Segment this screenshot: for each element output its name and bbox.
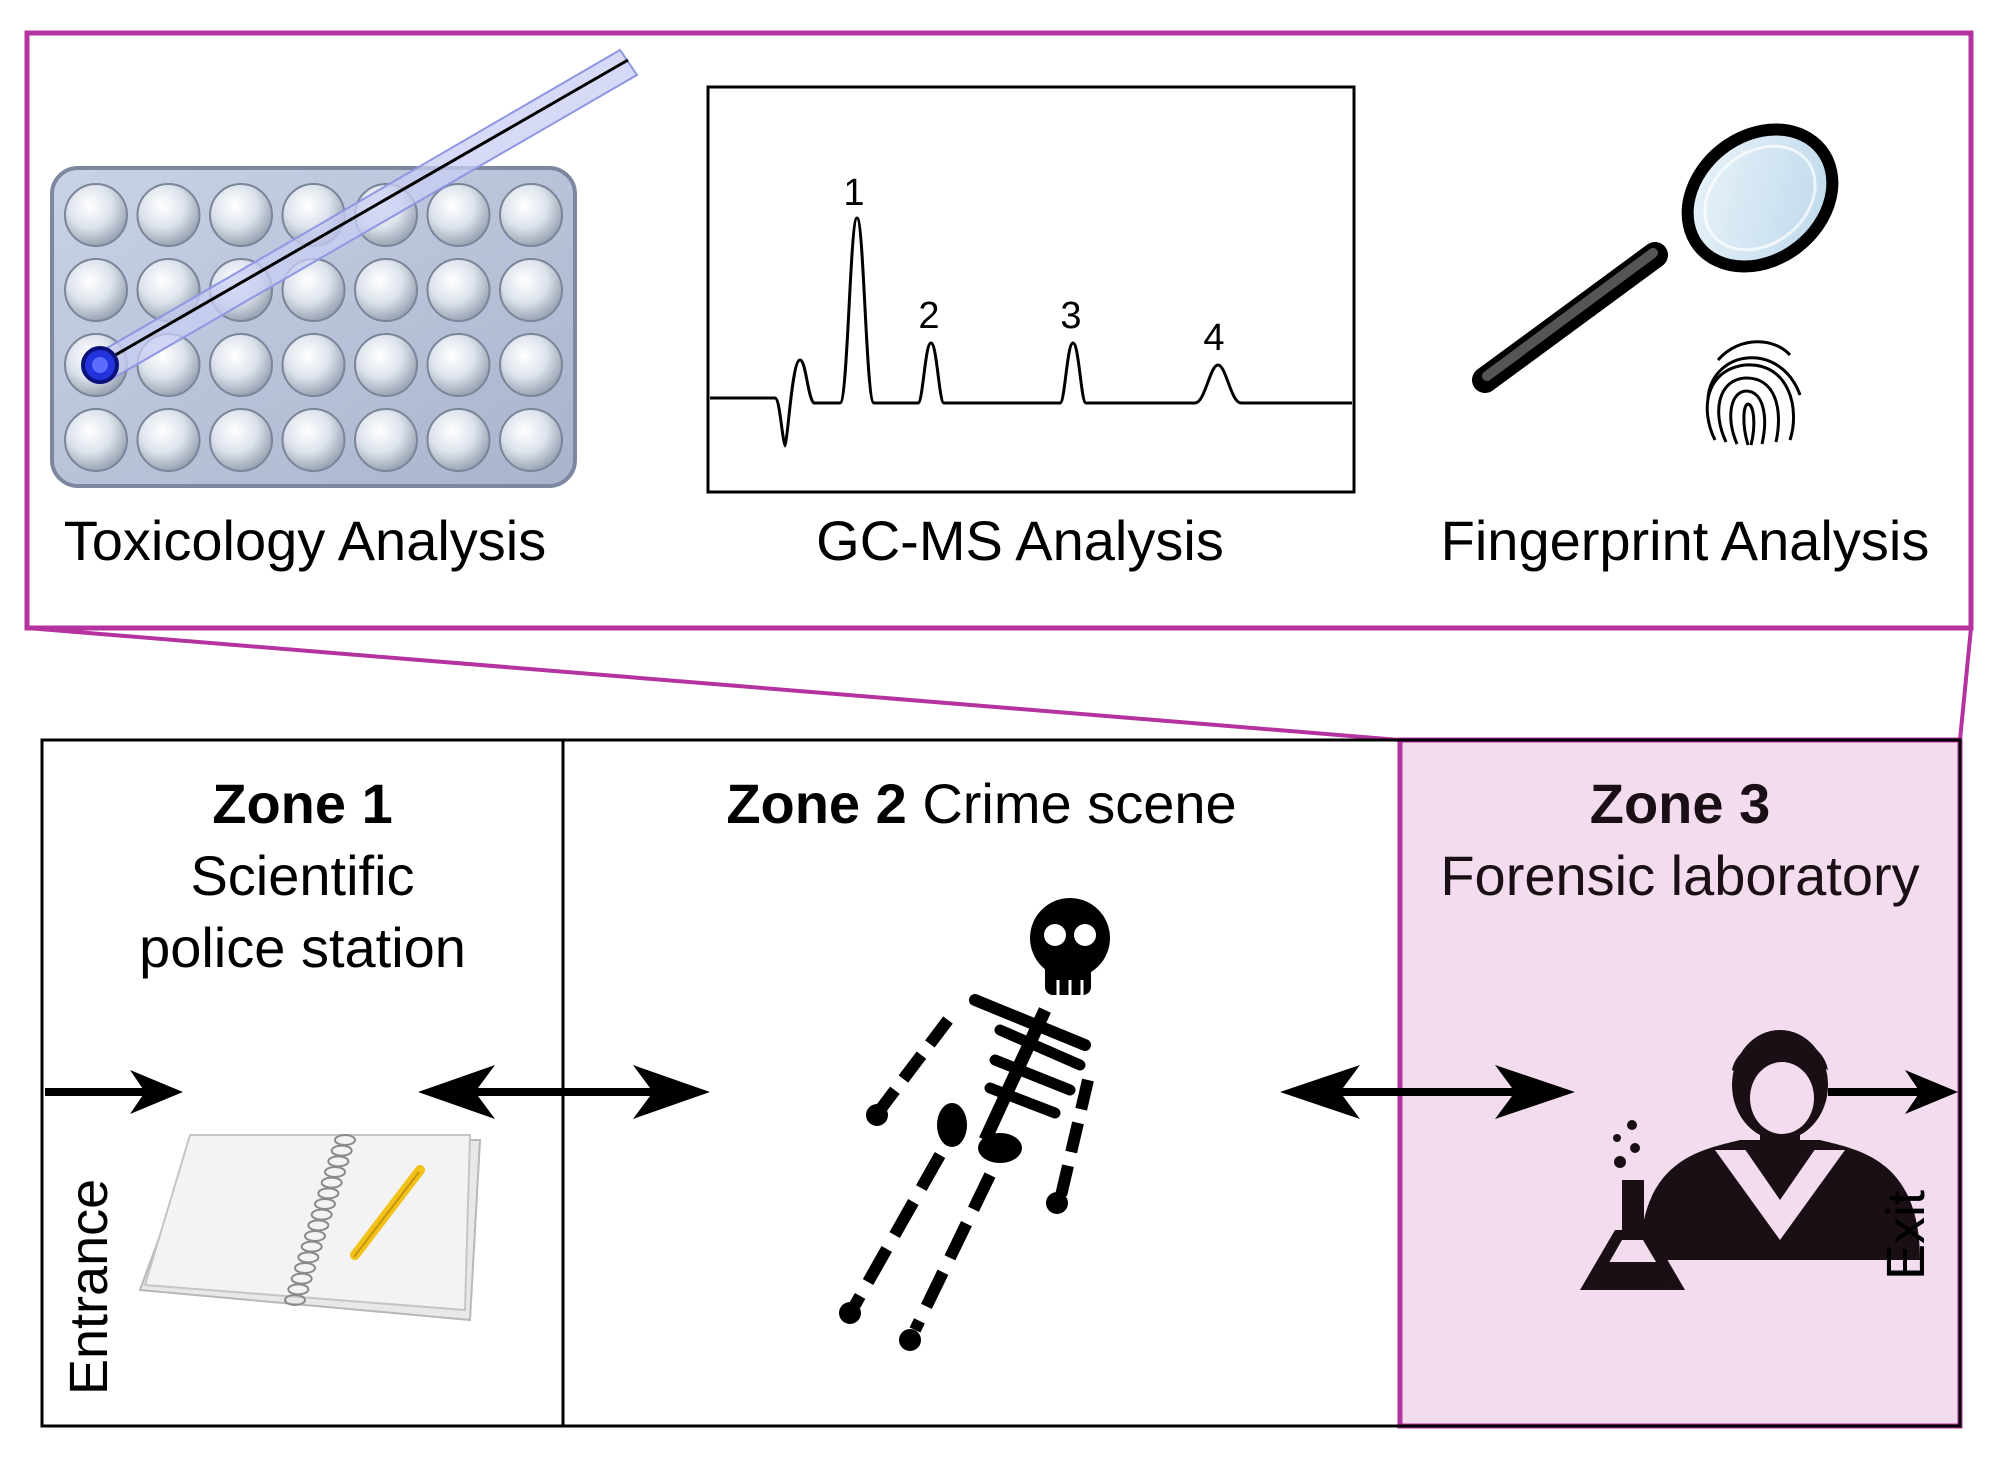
well [281, 333, 346, 397]
zone2-title: Zone 2 [726, 772, 907, 835]
scientist-icon [1640, 1030, 1920, 1260]
well [426, 258, 491, 322]
zone1-subtitle-line1: Scientific [190, 844, 415, 907]
zone2-heading: Zone 2 Crime scene [563, 768, 1400, 840]
well [499, 408, 563, 472]
peak-label-2: 2 [918, 295, 939, 337]
pipette-icon [81, 48, 639, 384]
well [426, 333, 491, 397]
zone2-zone3-arrow [1280, 1065, 1575, 1119]
spiral-ring [284, 1294, 306, 1306]
zone1-zone2-arrow [418, 1065, 710, 1119]
well [64, 183, 128, 247]
well [64, 408, 128, 472]
notebook-icon [138, 1134, 482, 1322]
zone3-subtitle: Forensic laboratory [1440, 844, 1920, 907]
zone2-subtitle: Crime scene [922, 772, 1237, 835]
well [354, 408, 418, 472]
well [499, 333, 563, 397]
well [281, 408, 346, 472]
peak-label-4: 4 [1203, 317, 1224, 359]
well [426, 183, 491, 247]
exit-label: Exit [1876, 1189, 1936, 1280]
exit-arrow [1828, 1070, 1958, 1114]
well [426, 408, 491, 472]
zoom-connector-left [26, 626, 1401, 742]
well [136, 408, 201, 472]
well [64, 258, 128, 322]
well [209, 333, 273, 397]
well [209, 408, 273, 472]
pencil-icon [350, 1165, 425, 1260]
zone3-title: Zone 3 [1589, 772, 1771, 835]
flask-icon [1580, 1120, 1685, 1290]
toxicology-label: Toxicology Analysis [63, 509, 547, 572]
well-plate-icon [50, 166, 577, 488]
entrance-arrow [45, 1070, 183, 1114]
entrance-label: Entrance [59, 1178, 119, 1395]
well [354, 258, 418, 322]
zones-frame [40, 738, 1962, 1428]
gcms-label: GC-MS Analysis [816, 509, 1224, 572]
well [136, 183, 201, 247]
zone1-subtitle-line2: police station [139, 916, 466, 979]
zone3-lab-background [1397, 737, 1963, 1429]
chromatogram-icon [706, 85, 1356, 494]
skeleton-icon [839, 898, 1110, 1351]
fingerprint-icon [1705, 340, 1802, 446]
fingerprint-label: Fingerprint Analysis [1440, 509, 1930, 572]
peak-label-1: 1 [843, 172, 864, 214]
zoom-connector-right [1958, 627, 1973, 741]
zone1-title: Zone 1 [212, 772, 393, 835]
well [499, 183, 563, 247]
well [499, 258, 563, 322]
peak-label-3: 3 [1060, 295, 1081, 337]
well [209, 183, 273, 247]
magnifying-glass-icon [1472, 123, 1839, 393]
well [354, 333, 418, 397]
zone3-heading: Zone 3 Forensic laboratory [1400, 768, 1960, 912]
zone1-heading: Zone 1 Scientific police station [42, 768, 563, 984]
